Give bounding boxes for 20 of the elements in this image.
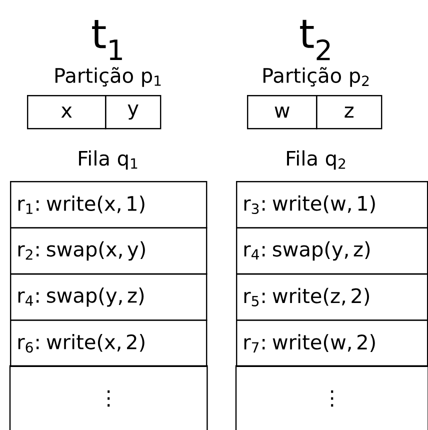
queue-row: ⋮ xyxy=(235,365,428,430)
partition-cell: w xyxy=(247,95,318,130)
queue-row: r$_{1}$: write(x, 1) xyxy=(10,181,208,228)
queue-row: r$_{4}$: swap(y, z) xyxy=(10,273,208,321)
caption-text: Fila q$_{2}$ xyxy=(287,150,346,170)
queue-row: r$_{2}$: swap(x, y) xyxy=(10,227,208,275)
partition-cell: y xyxy=(105,95,162,130)
caption-text: Fila q$_{1}$ xyxy=(79,150,138,170)
partition-cell: x xyxy=(27,95,106,130)
thread-label: t$_{1}$ xyxy=(92,20,122,60)
queue-row: r$_{3}$: write(w, 1) xyxy=(236,181,428,228)
thread-label: t$_{2}$ xyxy=(300,20,330,60)
queue-row: ⋮ xyxy=(9,365,208,430)
queue-row: r$_{5}$: write(z, 2) xyxy=(236,273,428,321)
queue-row: r$_{7}$: write(w, 2) xyxy=(236,320,428,367)
caption-text: Partição p$_{1}$ xyxy=(55,67,161,87)
queue-row: r$_{4}$: swap(y, z) xyxy=(236,227,428,275)
partition-cell: z xyxy=(316,95,382,130)
caption-text: Partição p$_{2}$ xyxy=(263,67,369,87)
queue-row: r$_{6}$: write(x, 2) xyxy=(10,320,208,367)
